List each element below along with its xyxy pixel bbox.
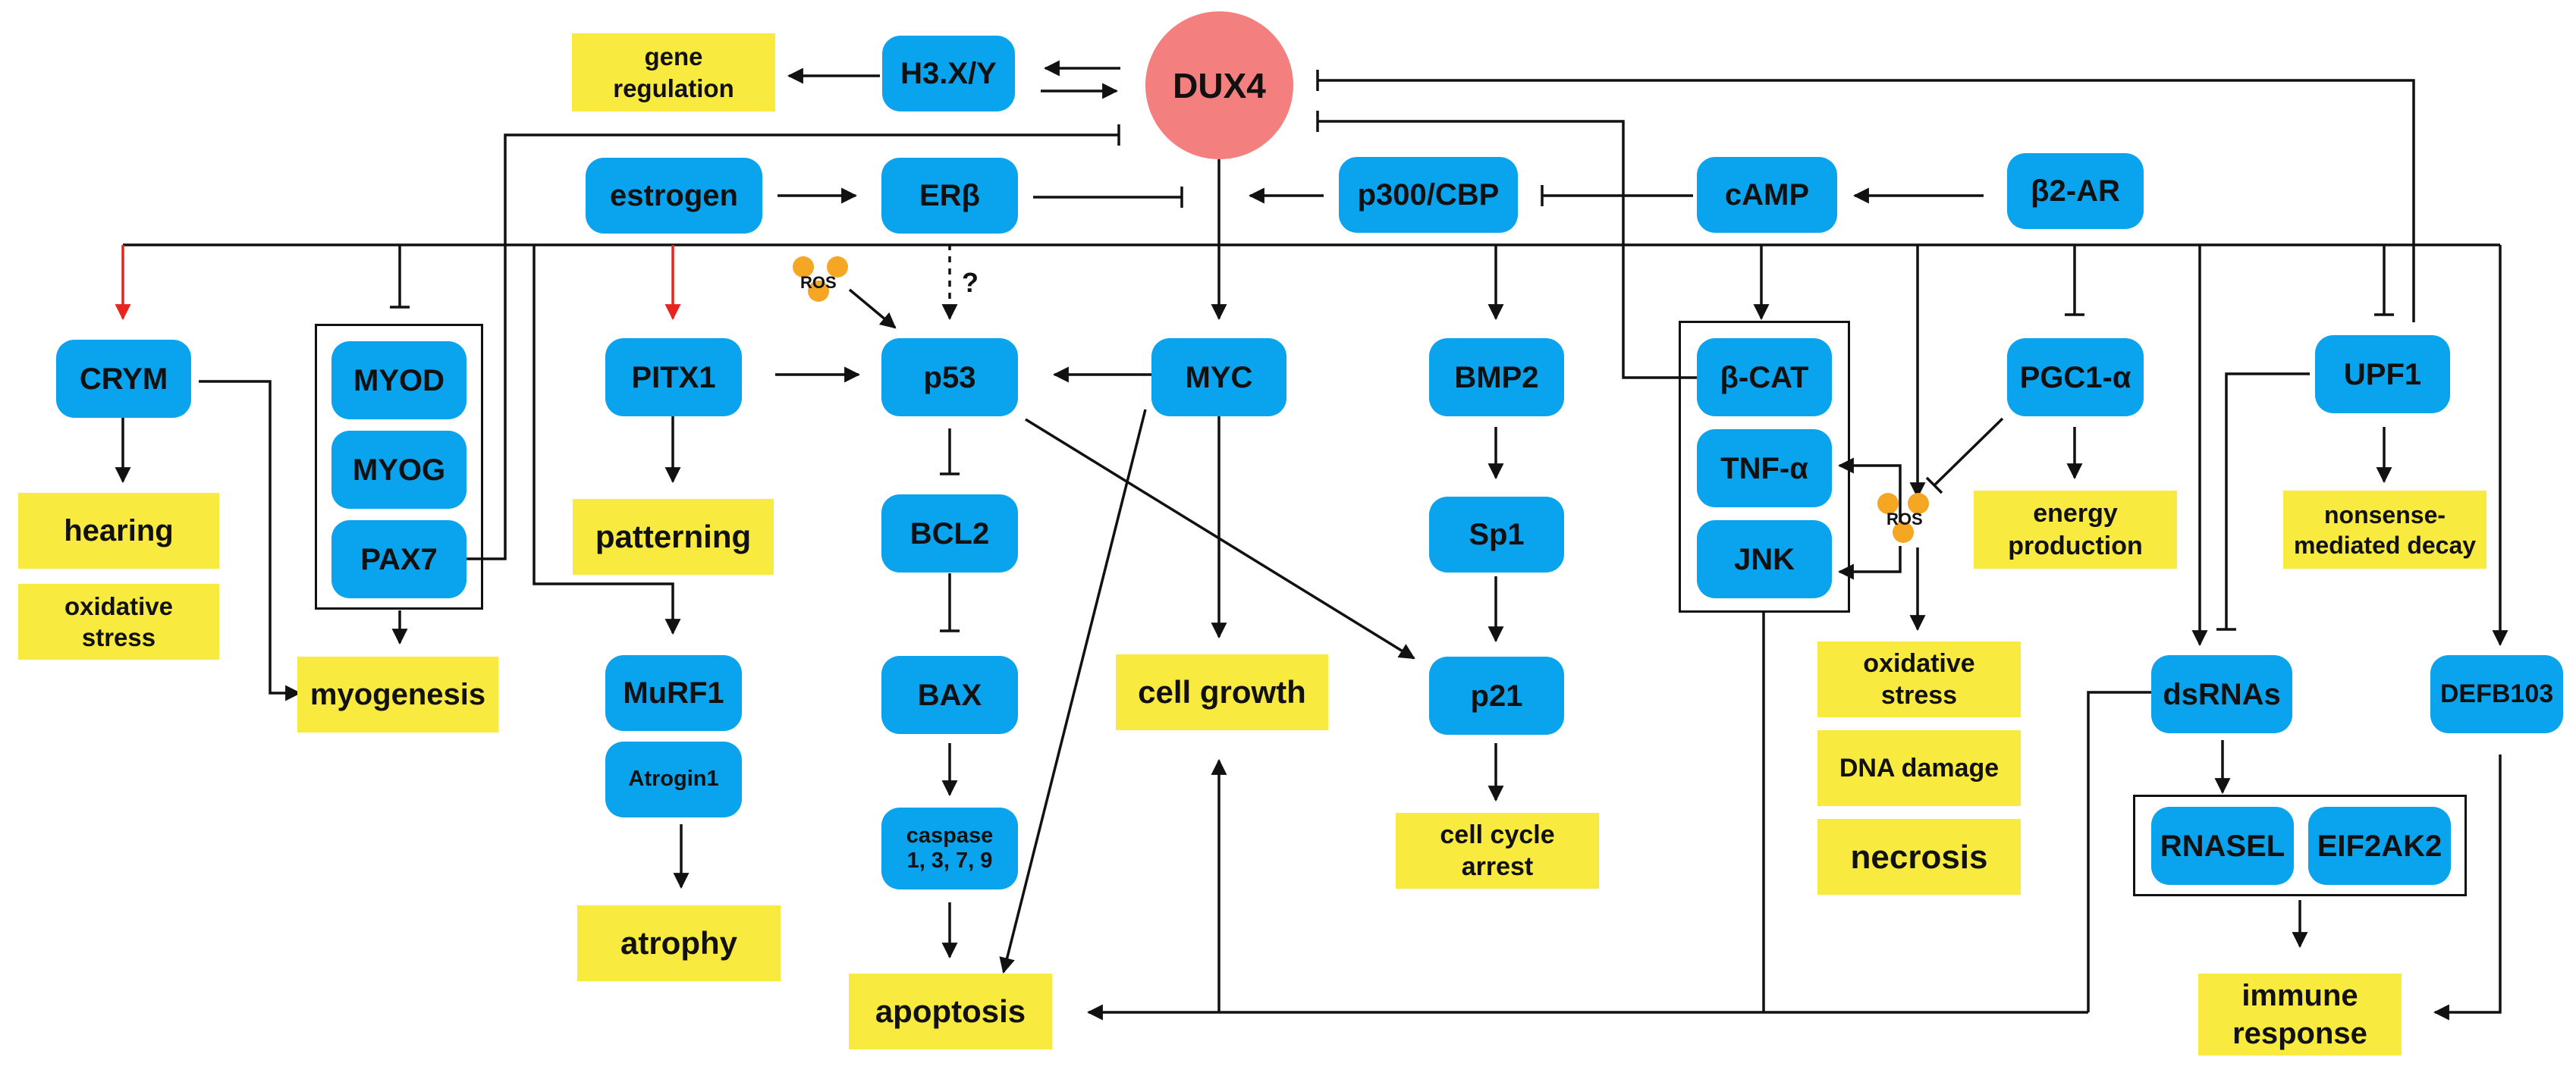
outcome-myogenesis: myogenesis [297,657,498,732]
node-bcl2: BCL2 [881,494,1018,573]
node-crym: CRYM [56,340,191,418]
immune-response-line2: response [2232,1017,2367,1050]
caspase-label-line2: 1, 3, 7, 9 [906,849,993,873]
outcome-hearing: hearing [18,493,219,569]
edge-upf1-inhibits-dux4 [1318,79,2415,322]
outcome-patterning: patterning [573,499,774,575]
oxidative-stress-right-line1: oxidative [1863,648,1975,678]
node-dsrnas: dsRNAs [2151,655,2292,733]
outcome-nonsense-mediated-decay: nonsense- mediated decay [2283,491,2486,569]
node-eif2ak2: EIF2AK2 [2308,807,2451,885]
edge-pgc1a-inhibits-ros [1933,417,2004,487]
edge-crym-to-myogenesis [199,380,302,701]
oxidative-stress-right-line2: stress [1880,681,1958,710]
dux4-hub: DUX4 [1145,11,1293,159]
energy-production-line2: production [2008,531,2143,560]
node-bmp2: BMP2 [1429,338,1564,416]
ros-label: ROS [1886,510,1923,529]
oxidative-stress-left-line2: stress [81,623,156,651]
node-myog: MYOG [331,431,467,509]
node-upf1: UPF1 [2315,335,2450,413]
myogenic-factors-group [315,324,483,610]
outcome-necrosis: necrosis [1817,819,2021,895]
gene-regulation-line2: regulation [613,74,734,102]
edge-ros-to-tnfa [1837,457,1902,528]
immune-response-line1: immune [2241,979,2358,1012]
node-h3xy: H3.X/Y [882,36,1015,111]
node-sp1: Sp1 [1429,497,1564,573]
edge-pax7-inhibits-dux4 [465,133,1119,560]
node-rnasel: RNASEL [2151,807,2294,885]
ros-dot [1893,522,1914,543]
ros-dot [1877,493,1899,514]
ros-marker-right: ROS [1877,493,1938,546]
node-p53: p53 [881,338,1018,416]
node-murf1: MuRF1 [605,655,742,731]
ros-label: ROS [800,273,837,292]
ros-dot [827,256,848,278]
caspase-label-line1: caspase [906,823,994,848]
outcome-dna-damage: DNA damage [1817,730,2021,806]
edge-upf1-inhibits-dsrnas [2225,372,2310,629]
nmd-line2: mediated decay [2293,531,2477,559]
node-bax: BAX [881,656,1018,734]
edge-bcat-inhibits-dux4 [1318,120,1697,379]
node-defb103: DEFB103 [2430,655,2563,733]
oxidative-stress-left-line1: oxidative [64,591,174,620]
node-pgc1a: PGC1-α [2007,338,2144,416]
ros-marker-p53: ROS [793,256,853,309]
node-jnk: JNK [1697,520,1832,598]
outcome-energy-production: energy production [1974,491,2177,569]
edge-ros-to-jnk [1837,546,1902,580]
outcome-oxidative-stress-right: oxidative stress [1817,642,2021,717]
ros-dot [793,256,814,278]
uncertain-marker: ? [962,267,979,298]
nmd-line1: nonsense- [2323,500,2446,529]
edge-defb103-to-immune [2433,754,2502,1021]
node-p21: p21 [1429,657,1564,735]
outcome-oxidative-stress-left: oxidative stress [18,584,219,660]
ros-dot [1908,493,1929,514]
node-b2ar: β2-AR [2007,153,2144,229]
edge-dux4-to-murf1 [532,245,681,635]
node-pax7: PAX7 [331,520,467,598]
edge-p53-to-p21 [1025,418,1415,660]
node-tnfa: TNF-α [1697,429,1832,507]
outcome-cell-growth: cell growth [1116,654,1328,730]
gene-regulation-line1: gene [644,42,703,71]
rnasel-eif2ak2-group [2133,795,2467,896]
node-myod: MYOD [331,341,467,419]
bcat-tnfa-jnk-group [1679,321,1850,613]
node-atrogin1: Atrogin1 [605,742,742,817]
edge-myc-to-apoptosis [999,409,1147,974]
energy-production-line1: energy [2033,499,2118,528]
cell-cycle-arrest-line1: cell cycle [1440,820,1555,849]
outcome-cell-cycle-arrest: cell cycle arrest [1396,813,1599,889]
node-estrogen: estrogen [586,158,762,234]
outcome-atrophy: atrophy [577,905,781,981]
cell-cycle-arrest-line2: arrest [1461,852,1534,881]
node-myc: MYC [1151,338,1286,416]
node-caspase: caspase 1, 3, 7, 9 [881,808,1018,889]
outcome-apoptosis: apoptosis [849,974,1052,1049]
edge-dsrnas-to-apoptosis [2087,691,2151,1012]
node-p300cbp: p300/CBP [1339,157,1518,233]
outcome-gene-regulation: gene regulation [572,33,775,111]
edge-ros-to-p53 [848,288,897,329]
node-camp: cAMP [1697,157,1837,233]
node-erb: ERβ [881,158,1018,234]
outcome-immune-response: immune response [2198,974,2402,1056]
node-pitx1: PITX1 [605,338,742,416]
ros-dot [808,281,829,302]
node-bcat: β-CAT [1697,338,1832,416]
